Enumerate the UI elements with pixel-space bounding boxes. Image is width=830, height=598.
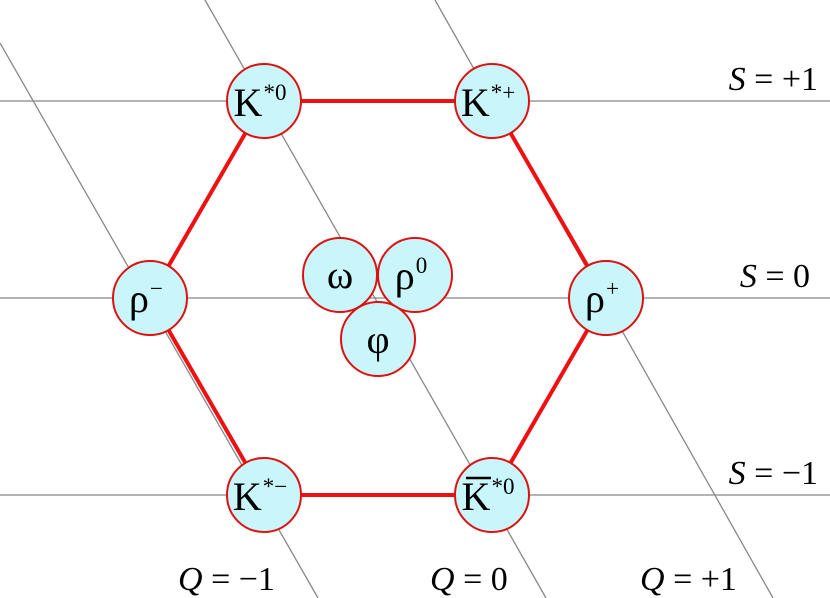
node-circle	[454, 457, 530, 533]
meson-k-star-minus: K*−	[226, 457, 302, 533]
meson-superscript: *0	[263, 80, 286, 105]
meson-symbol: K*+	[461, 80, 515, 125]
meson-superscript: *−	[263, 474, 287, 499]
meson-rho-plus: ρ+	[568, 260, 644, 336]
meson-rho-minus: ρ−	[112, 260, 188, 336]
charge-label-minus-1: Q = −1	[178, 561, 275, 598]
meson-rho-0: ρ0	[377, 237, 453, 313]
meson-superscript: +	[606, 276, 619, 301]
meson-anti-k-star-0: K*0	[454, 457, 530, 533]
charge-label-plus-1: Q = +1	[640, 561, 737, 598]
meson-superscript: *+	[491, 80, 515, 105]
meson-k-star-plus: K*+	[454, 63, 530, 139]
strangeness-label-minus-1: S = −1	[729, 455, 818, 492]
node-circle	[226, 63, 302, 139]
meson-superscript: 0	[416, 253, 428, 278]
meson-symbol: K*0	[462, 474, 515, 519]
meson-symbol: φ	[366, 317, 389, 362]
node-circle	[112, 260, 188, 336]
meson-symbol: K*−	[233, 474, 287, 519]
meson-superscript: *0	[491, 474, 514, 499]
meson-omega: ω	[302, 237, 378, 313]
meson-superscript: −	[150, 276, 163, 301]
meson-symbol: K*0	[234, 80, 287, 125]
node-circle	[454, 63, 530, 139]
node-circle	[377, 237, 453, 313]
node-circle	[340, 301, 416, 377]
node-circle	[568, 260, 644, 336]
meson-phi: φ	[340, 301, 416, 377]
meson-symbol: ρ0	[395, 253, 427, 298]
charge-label-0: Q = 0	[430, 561, 508, 598]
meson-symbol: ω	[327, 252, 353, 297]
strangeness-label-plus-1: S = +1	[729, 61, 818, 98]
meson-symbol: ρ−	[129, 276, 163, 321]
node-circle	[226, 457, 302, 533]
meson-symbol: ρ+	[585, 276, 619, 321]
strangeness-label-0: S = 0	[740, 258, 810, 295]
meson-k-star-0: K*0	[226, 63, 302, 139]
